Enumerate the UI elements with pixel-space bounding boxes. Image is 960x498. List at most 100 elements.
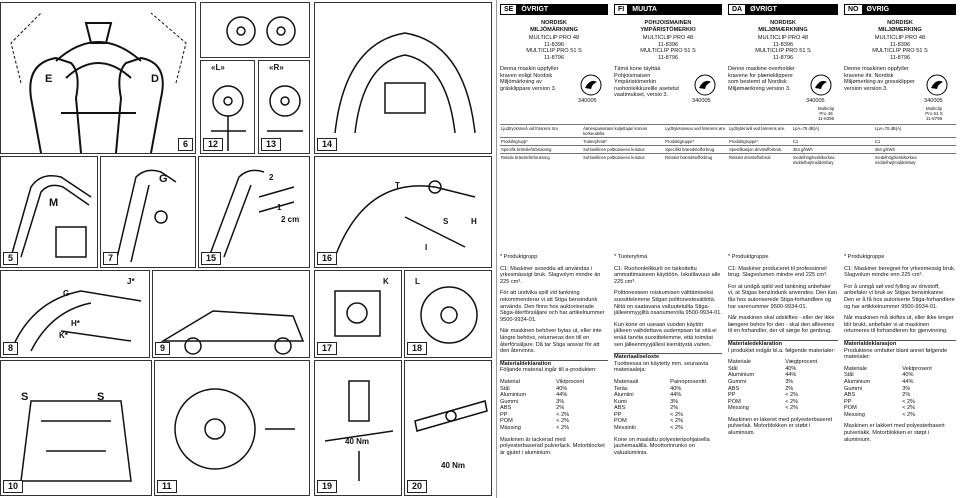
mat-name: Teräs — [614, 385, 628, 392]
mat-value: 40% — [785, 365, 797, 372]
mat-col-value: Viktprocent — [556, 378, 585, 385]
col-fi-body: * Tuoteryhmä C1: Ruohonleikkurit on tark… — [614, 254, 722, 456]
label-G: G — [159, 173, 168, 185]
col-da-body: * Produktgruppe C1: Maskiner produceret … — [728, 254, 838, 437]
figure-panel-5: M 5 — [0, 156, 98, 268]
panel-number-9: 9 — [155, 342, 171, 355]
mat-name: Kumi — [614, 398, 627, 405]
eco-title1-fi: POHJOISMAINEN — [644, 20, 692, 26]
list-item: PP< 2% — [500, 412, 608, 419]
group-head-fi: * Tuoteryhmä — [614, 254, 648, 260]
panel-number-19: 19 — [317, 480, 338, 493]
model-da-1: MULTICLIP PRO 48 — [757, 35, 809, 42]
eco-title2-fi: YMPÄRISTÖMERKKI — [640, 26, 696, 33]
table-cell: Ljudtrycksnivå vid förarens öra — [500, 124, 583, 138]
table-row: Relativ bränsleförbrukning Suhteellinen … — [500, 153, 956, 166]
panel-number-20: 20 — [407, 480, 428, 493]
table-cell: Suhteellinen polttoaineen kulutus — [582, 145, 665, 154]
blade-bolt-drawing — [324, 380, 394, 481]
panel-number-16: 16 — [317, 252, 338, 265]
mat-name: POM — [500, 418, 513, 425]
col-se-body: * Produktgrupp C1: Maskiner avsedda att … — [500, 254, 608, 456]
panel-number-5: 5 — [3, 252, 19, 265]
list-item: Mässing< 2% — [500, 425, 608, 432]
table-cell: Produktgrupp* — [500, 137, 583, 146]
table-cell: Relativ bränsleförbrukning — [500, 153, 583, 166]
knob-right-drawing — [267, 85, 303, 132]
list-item: POM< 2% — [728, 399, 838, 406]
label-Jp: J* — [127, 277, 135, 286]
model-no-4: 11-8796 — [889, 54, 911, 61]
figure-panel-14: 14 — [314, 2, 492, 154]
eco-num-fi: 340005 — [692, 98, 711, 104]
eco-title2-da: MILJØMÆRKNING — [758, 26, 808, 33]
mat-value: 40% — [556, 385, 568, 392]
figure-panel-8: G H* K* J* 8 — [0, 270, 150, 358]
mat-value: 2% — [785, 385, 794, 392]
eco-text-da: Denne maskine overholder kravene for plæ… — [728, 66, 795, 92]
mat-value: 44% — [556, 392, 568, 399]
table-cell: C1 — [873, 137, 956, 146]
eco-title1-se: NORDISK — [541, 20, 567, 26]
figure-panel-16: T S H I 16 — [314, 156, 492, 268]
panel-number-8: 8 — [3, 342, 19, 355]
lang-code-no: NO — [845, 5, 862, 14]
list-item: PP< 2% — [728, 392, 838, 399]
table-cell: Äänenpainetaso kuljettajan korvan korkeu… — [582, 124, 665, 138]
mat-name: Gummi — [500, 398, 519, 405]
eco-text-se: Denna maskin uppfyller kraven enligt Nor… — [500, 66, 559, 92]
fuel-text-se: För att undvika spill vid tankning rekom… — [500, 290, 605, 323]
table-cell: Produktgruppe* — [727, 137, 792, 146]
label-S: S — [443, 217, 449, 226]
fuel-text-da: For at undgå spild ved tankning anbefale… — [728, 283, 837, 310]
table-cell: medelhög/keskikorkea middelhøj/middelshø… — [873, 153, 956, 166]
table-cell: Lydtrykknivå ved førerens øre. — [727, 124, 792, 138]
model-fi-3: MULTICLIP PRO 51 S — [640, 48, 696, 55]
eco-num-da: 340005 — [806, 98, 825, 104]
group-text-da: C1: Maskiner produceret til professionel… — [728, 265, 828, 279]
mat-value: 3% — [902, 385, 911, 392]
mat-value: < 2% — [670, 425, 684, 432]
panel-number-18: 18 — [407, 342, 428, 355]
mat-name: PP — [844, 398, 852, 405]
table-cell: Relativt brændstofforbrug — [664, 153, 728, 166]
mat-value: < 2% — [902, 398, 916, 405]
mini-model-2-name: Multiclip — [925, 106, 943, 111]
mat-col-name: Materiale — [844, 365, 868, 372]
table-cell: LpA=78 dB(A) — [873, 124, 956, 138]
figure-panel-12: «L» 12 — [200, 60, 255, 154]
grass-bag-drawing — [10, 290, 142, 352]
blade-text-se: När maskinen behöver bytas ut, eller int… — [500, 328, 602, 355]
mat-name: ABS — [728, 385, 740, 392]
mat-value: < 2% — [902, 411, 916, 418]
mat-value: 3% — [670, 398, 679, 405]
mat-value: 44% — [670, 392, 682, 399]
panel-number-14: 14 — [317, 138, 338, 151]
panel-number-17: 17 — [317, 342, 338, 355]
mat-value: < 2% — [556, 418, 570, 425]
mini-model-1-code: 11-8396 — [817, 116, 835, 122]
mat-value: 40% — [670, 385, 682, 392]
blade-drawing — [414, 400, 488, 432]
model-no-1: MULTICLIP PRO 48 — [874, 35, 926, 42]
figure-panel-19: 40 Nm 19 — [314, 360, 402, 496]
list-item: PP < 2% — [844, 399, 956, 406]
col-fi-top: POHJOISMAINEN YMPÄRISTÖMERKKI MULTICLIP … — [614, 20, 722, 62]
mini-model-2: Multiclip Pro 51 S 11-8796 — [914, 106, 954, 122]
label-L2: L — [415, 277, 420, 286]
swan-logo-icon — [810, 74, 832, 96]
blade-text-fi: Kun kone on useaan vuoden käytön jälkeen… — [614, 321, 717, 348]
material-intro-fi: Tuotteessa on käytetty mm. seuraavia mat… — [614, 360, 709, 374]
table-cell: LpA=78 dB(A) — [791, 124, 874, 138]
label-S2: S — [21, 391, 29, 403]
